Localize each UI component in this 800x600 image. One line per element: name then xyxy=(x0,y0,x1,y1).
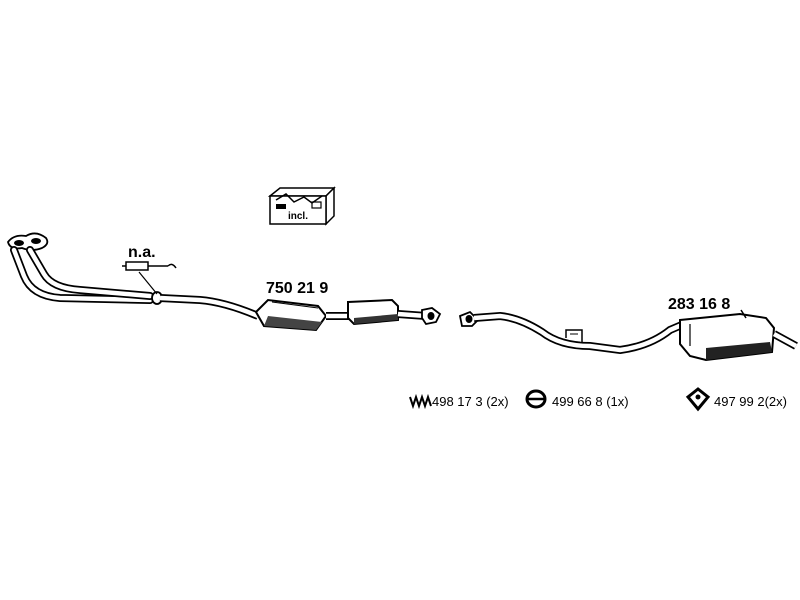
rubber-ring-icon xyxy=(525,389,547,409)
manifold-downpipe xyxy=(7,232,163,305)
not-available-label: n.a. xyxy=(128,244,156,261)
catalytic-converter xyxy=(254,298,328,332)
middle-silencer xyxy=(347,298,399,326)
rubber-hanger-icon xyxy=(685,387,711,412)
front-section-part-number: 750 21 9 xyxy=(266,280,328,297)
spring-clamp-icon xyxy=(409,393,432,410)
hardware-item-3: 497 99 2(2x) xyxy=(714,394,787,409)
front-pipe xyxy=(159,294,260,320)
rear-muffler xyxy=(679,309,798,362)
hardware-item-1: 498 17 3 (2x) xyxy=(432,394,509,409)
hardware-legend: 498 17 3 (2x) 499 66 8 (1x) 497 99 2(2x) xyxy=(409,387,787,412)
rear-muffler-part-number: 283 16 8 xyxy=(668,296,730,313)
hardware-item-2: 499 66 8 (1x) xyxy=(552,394,629,409)
kit-box-label: incl. xyxy=(288,211,308,222)
mounting-kit-box-icon: incl. xyxy=(267,186,336,226)
oxygen-sensor-icon xyxy=(122,261,177,295)
silencer-outlet-pipe xyxy=(397,307,442,326)
rear-pipe xyxy=(458,310,686,355)
